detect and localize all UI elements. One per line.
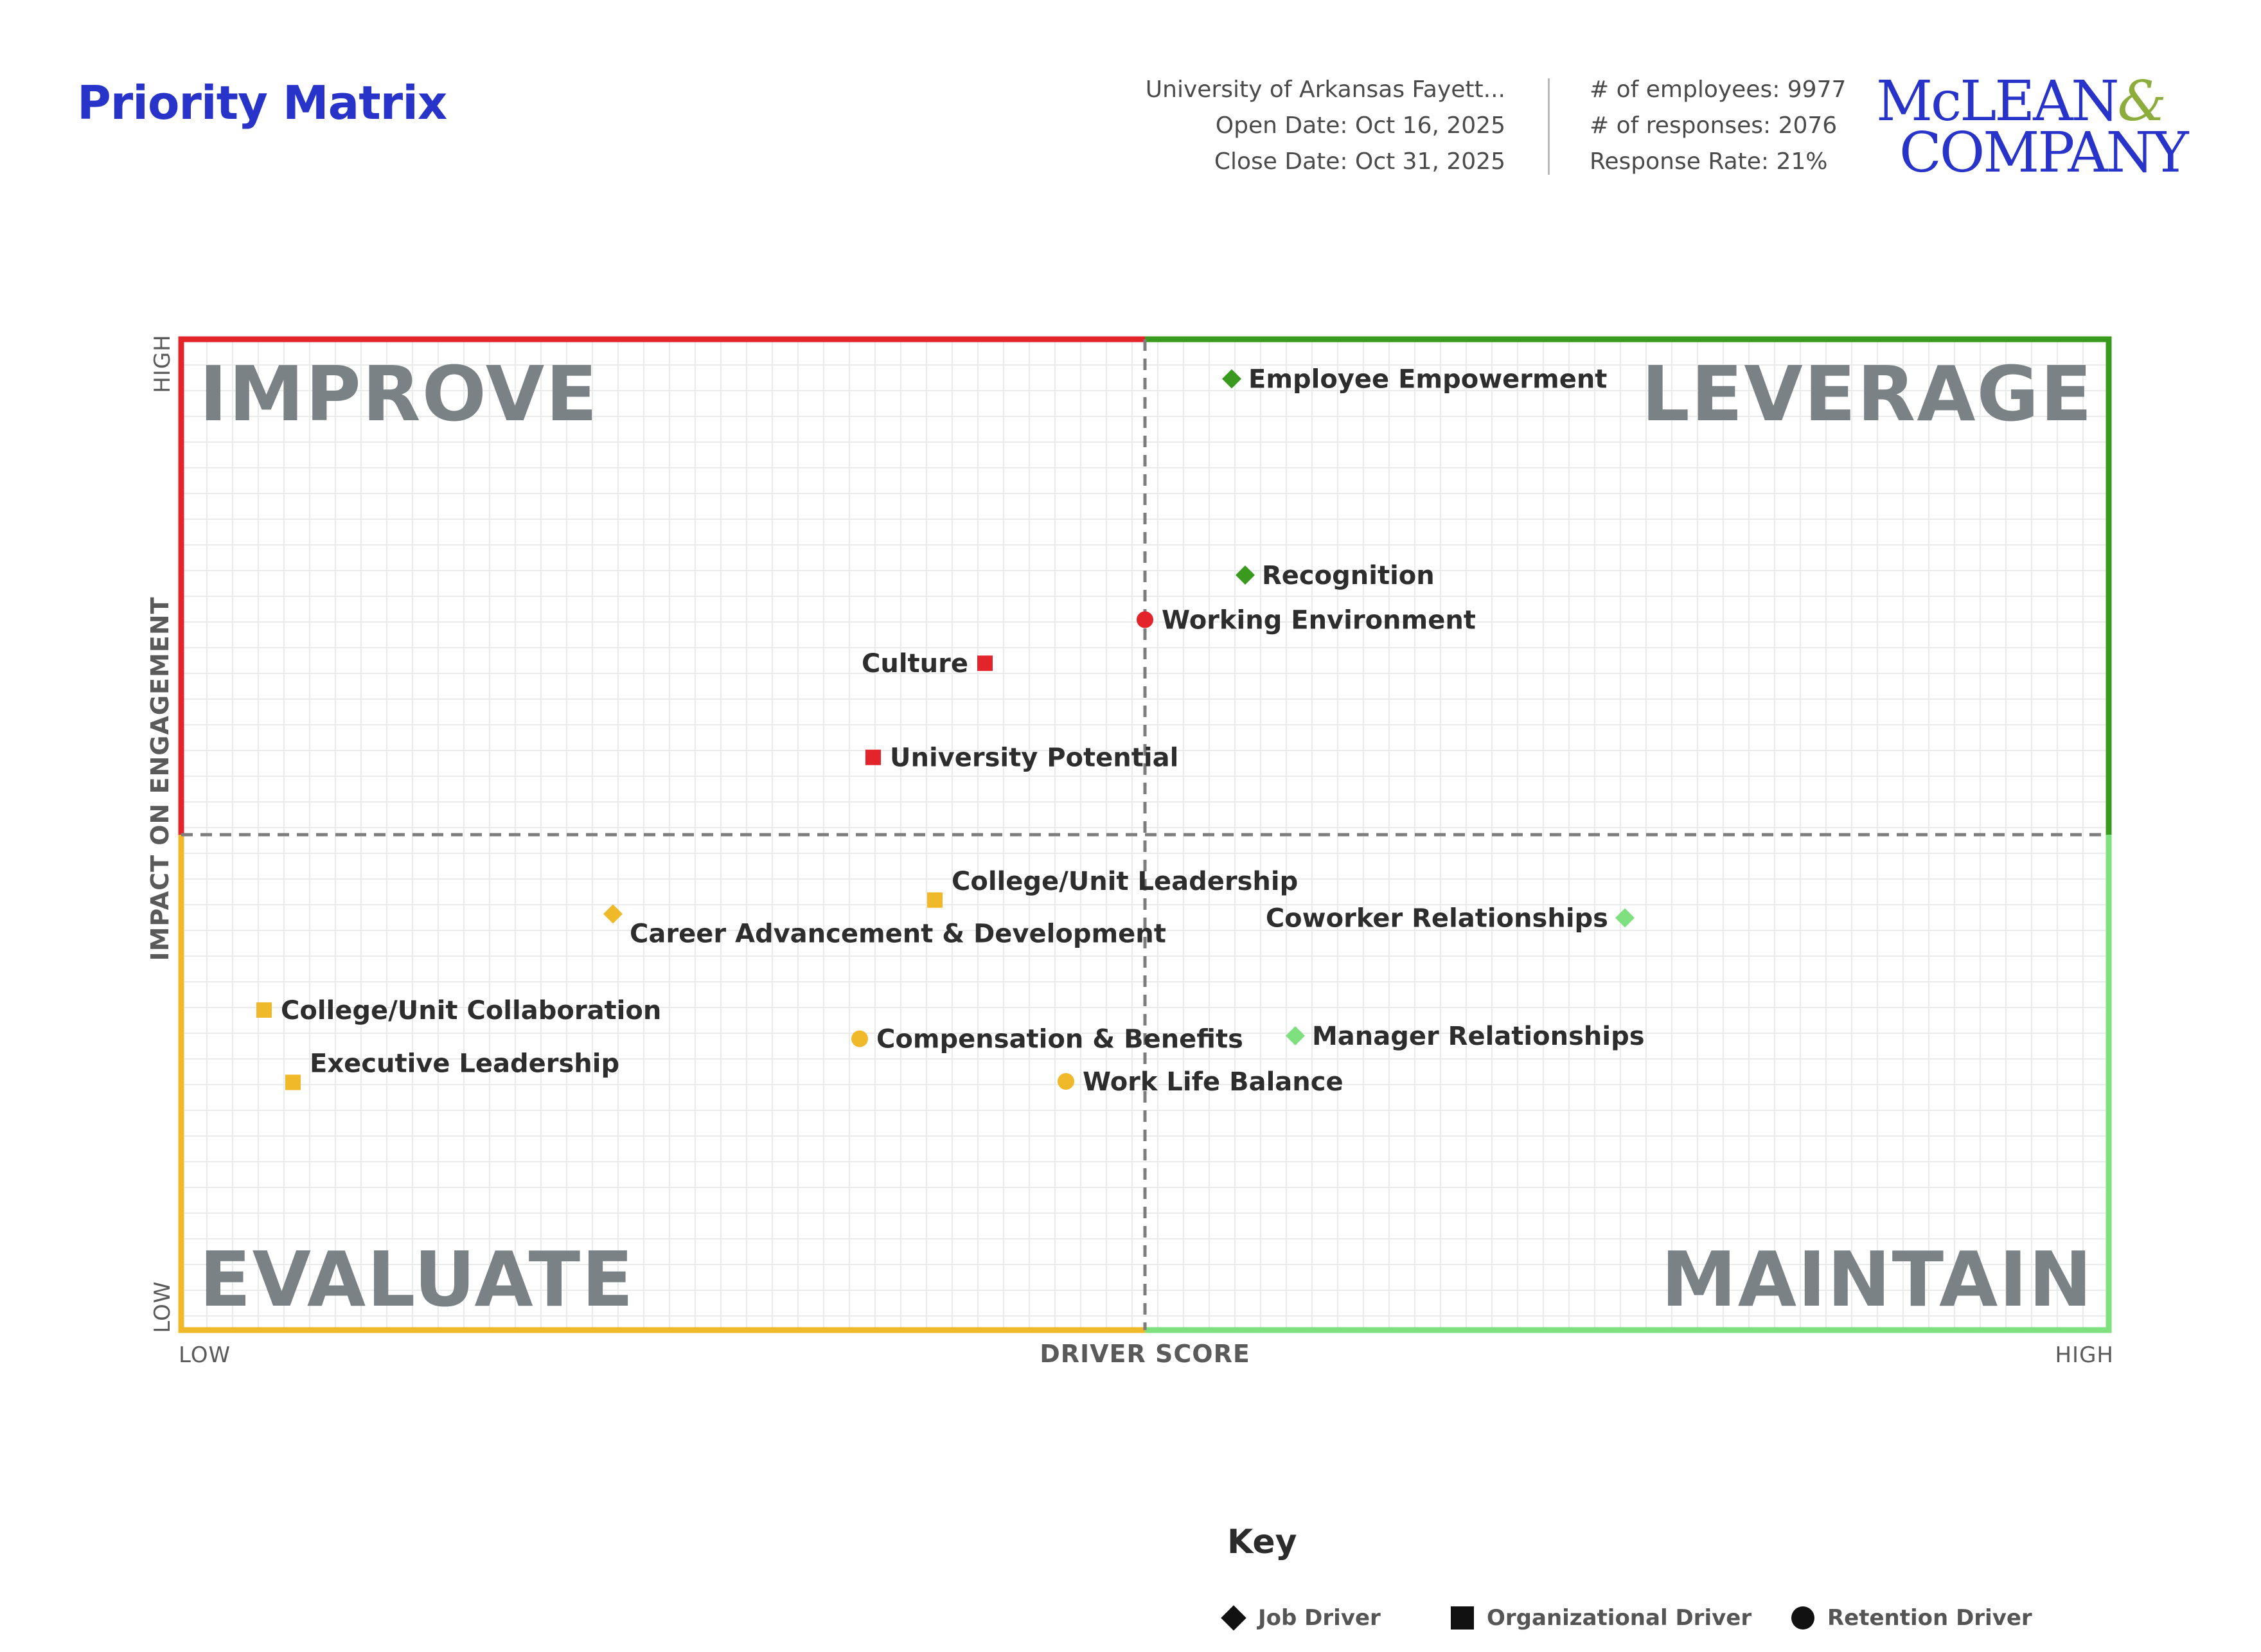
survey-meta: University of Arkansas Fayett... Open Da…	[1146, 72, 1505, 180]
diamond-marker	[1236, 565, 1255, 585]
response-count: # of responses: 2076	[1590, 112, 1838, 139]
diamond-marker	[1615, 908, 1635, 928]
organization-name: University of Arkansas Fayett...	[1145, 76, 1505, 103]
x-axis-high-label: HIGH	[2055, 1342, 2114, 1368]
circle-marker	[1058, 1072, 1074, 1090]
key-label-organizational-driver: Organizational Driver	[1487, 1605, 1752, 1631]
key-title: Key	[1227, 1523, 1297, 1561]
mclean-company-logo: McLEAN& COMPANY	[1875, 69, 2188, 185]
quadrant-label-leverage: LEVERAGE	[1642, 350, 2093, 438]
y-axis-high-label: HIGH	[150, 334, 175, 393]
key-label-job-driver: Job Driver	[1258, 1605, 1381, 1631]
data-point-employee-empowerment: Employee Empowerment	[1222, 365, 1607, 395]
data-point-label: Culture	[862, 649, 968, 679]
square-marker	[285, 1074, 301, 1090]
diamond-marker	[603, 904, 623, 924]
circle-marker	[851, 1030, 868, 1047]
x-axis-title: DRIVER SCORE	[1040, 1340, 1250, 1368]
logo-line-2: COMPANY	[1899, 121, 2188, 185]
circle-icon	[1790, 1605, 1816, 1631]
border-evaluate	[178, 835, 1145, 1333]
data-point-compensation-benefits: Compensation & Benefits	[851, 1025, 1243, 1054]
data-point-college-unit-collaboration: College/Unit Collaboration	[256, 996, 661, 1026]
data-point-label: Employee Empowerment	[1248, 365, 1607, 395]
data-point-label: Coworker Relationships	[1266, 904, 1608, 934]
data-point-working-environment: Working Environment	[1137, 605, 1476, 635]
data-point-label: College/Unit Leadership	[952, 867, 1298, 896]
quadrant-borders	[178, 336, 2112, 1333]
diamond-marker	[1222, 369, 1241, 389]
y-axis-title: IMPACT ON ENGAGEMENT	[146, 596, 174, 961]
square-icon	[1450, 1605, 1475, 1631]
survey-stats: # of employees: 9977 # of responses: 207…	[1590, 72, 1846, 180]
data-point-recognition: Recognition	[1236, 561, 1435, 591]
quadrant-label-maintain: MAINTAIN	[1661, 1235, 2093, 1324]
data-point-label: Work Life Balance	[1083, 1067, 1343, 1097]
data-point-label: Compensation & Benefits	[876, 1025, 1243, 1054]
y-axis-low-label: LOW	[150, 1281, 175, 1333]
logo-word-1: McLEAN	[1876, 69, 2119, 134]
open-date: Open Date: Oct 16, 2025	[1215, 112, 1505, 139]
data-point-label: Recognition	[1262, 561, 1435, 591]
border-improve	[178, 336, 1145, 835]
key-item-job-driver: Job Driver	[1221, 1605, 1381, 1631]
data-point-college-unit-leadership: College/Unit Leadership	[927, 867, 1298, 908]
page-title: Priority Matrix	[77, 76, 447, 130]
data-point-executive-leadership: Executive Leadership	[285, 1049, 619, 1090]
quadrant-dividers	[181, 339, 2109, 1330]
response-rate: Response Rate: 21%	[1590, 148, 1828, 175]
data-point-culture: Culture	[862, 649, 993, 679]
logo-ampersand: &	[2117, 69, 2167, 134]
data-point-label: College/Unit Collaboration	[281, 996, 661, 1026]
data-point-career-advancement-development: Career Advancement & Development	[603, 904, 1166, 948]
data-point-manager-relationships: Manager Relationships	[1286, 1022, 1645, 1051]
key-label-retention-driver: Retention Driver	[1827, 1605, 2032, 1631]
border-maintain	[1145, 835, 2112, 1333]
data-point-label: Executive Leadership	[310, 1049, 619, 1079]
border-leverage	[1145, 336, 2112, 835]
key-item-retention-driver: Retention Driver	[1790, 1605, 2032, 1631]
quadrant-label-improve: IMPROVE	[199, 350, 599, 438]
close-date: Close Date: Oct 31, 2025	[1214, 148, 1505, 175]
circle-marker	[1137, 611, 1153, 628]
data-point-work-life-balance: Work Life Balance	[1058, 1067, 1343, 1097]
square-marker	[256, 1002, 272, 1018]
x-axis-low-label: LOW	[179, 1342, 231, 1368]
diamond-marker	[1286, 1026, 1305, 1046]
quadrant-label-evaluate: EVALUATE	[199, 1235, 635, 1324]
square-marker	[927, 892, 943, 908]
square-marker	[977, 655, 993, 671]
square-marker	[865, 749, 881, 765]
logo-line-1: McLEAN&	[1876, 69, 2167, 134]
diamond-icon	[1221, 1605, 1246, 1631]
header-divider	[1548, 78, 1550, 175]
key-item-organizational-driver: Organizational Driver	[1450, 1605, 1751, 1631]
data-point-label: Manager Relationships	[1312, 1022, 1645, 1051]
data-point-label: Working Environment	[1162, 605, 1476, 635]
employee-count: # of employees: 9977	[1590, 76, 1847, 103]
data-point-label: University Potential	[890, 743, 1178, 773]
data-point-coworker-relationships: Coworker Relationships	[1266, 904, 1635, 934]
data-point-label: Career Advancement & Development	[630, 919, 1166, 948]
data-point-university-potential: University Potential	[865, 743, 1178, 773]
